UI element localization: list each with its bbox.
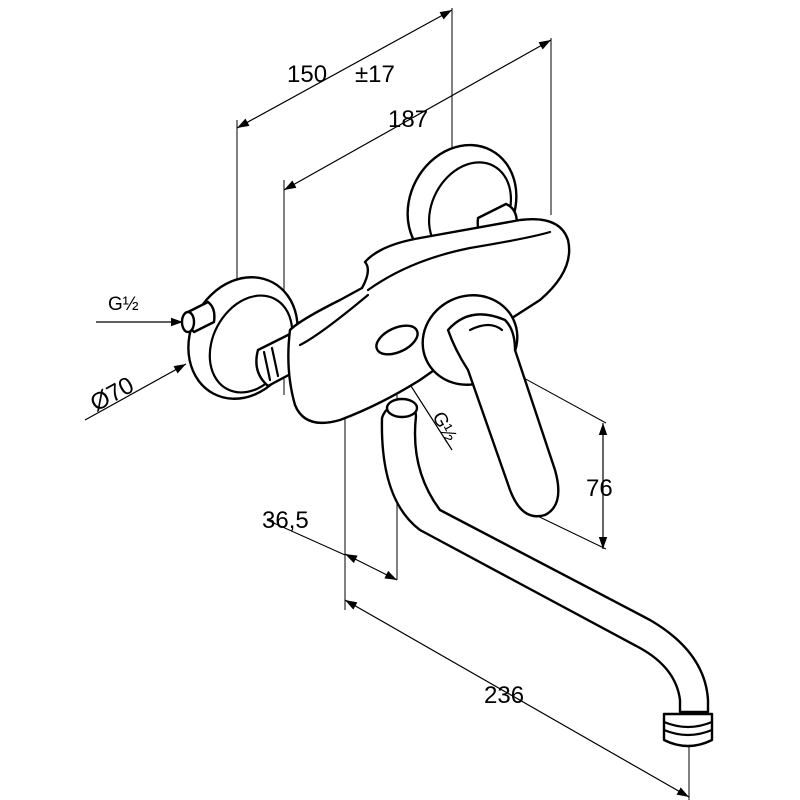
thread-outlet-label: G½ [428, 408, 461, 445]
dim-76-label: 76 [586, 475, 613, 502]
dim-36-5-label: 36,5 [262, 507, 309, 534]
diameter-label: Ø70 [86, 372, 139, 418]
thread-inlet-label: G½ [108, 294, 139, 315]
spout [380, 397, 714, 748]
dim-236-label: 236 [484, 682, 524, 709]
dimension-labels: 150 ±17 187 G½ Ø70 G½ 76 36,5 236 [86, 61, 613, 709]
dimension-lines [84, 8, 690, 800]
dim-187-label: 187 [388, 106, 428, 133]
lever-handle [421, 294, 560, 518]
dim-tolerance-label: ±17 [355, 61, 395, 88]
faucet [180, 143, 714, 748]
dim-150-label: 150 [287, 61, 327, 88]
